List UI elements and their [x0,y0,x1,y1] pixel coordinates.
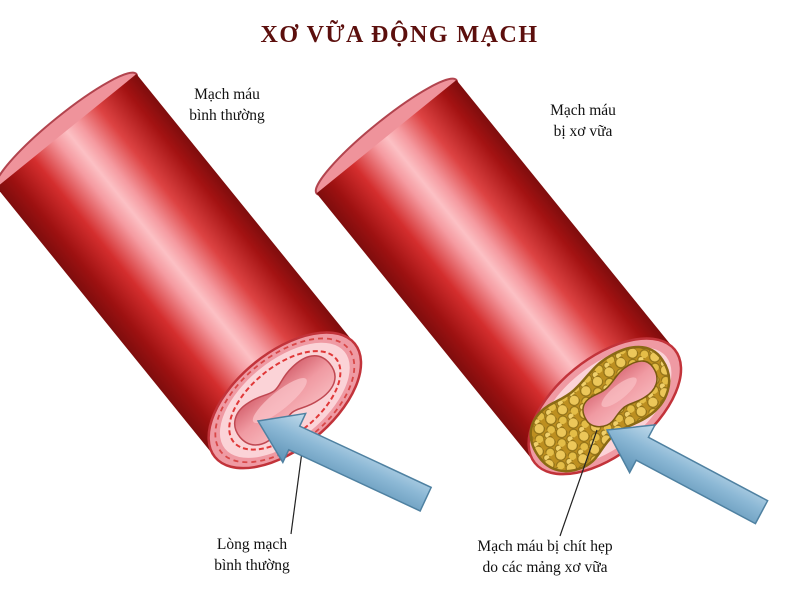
label-line: do các mảng xơ vữa [482,559,608,576]
label-line: bình thường [214,557,290,574]
diagram-title: XƠ VỮA ĐỘNG MẠCH [260,22,539,48]
label-line: Mạch máu [550,102,616,119]
normal-artery-group [0,71,363,470]
label-line: Mạch máu bị chít hẹp [477,538,613,555]
label-atherosclerotic-vessel: Mạch máu bị xơ vữa [550,100,616,142]
label-line: Lòng mạch [216,536,288,553]
lumen-highlight [601,377,637,408]
label-normal-lumen: Lòng mạch bình thường [214,534,290,576]
label-normal-vessel: Mạch máu bình thường [189,84,265,126]
label-line: Mạch máu [194,86,260,103]
label-line: bình thường [189,107,265,124]
lumen-highlight [252,378,307,424]
atherosclerotic-artery-illustration [314,77,683,476]
label-line: bị xơ vữa [553,123,613,140]
label-narrowed-vessel: Mạch máu bị chít hẹp do các mảng xơ vữa [477,536,612,578]
atherosclerotic-artery-group [314,77,683,476]
normal-artery-illustration [0,71,363,470]
